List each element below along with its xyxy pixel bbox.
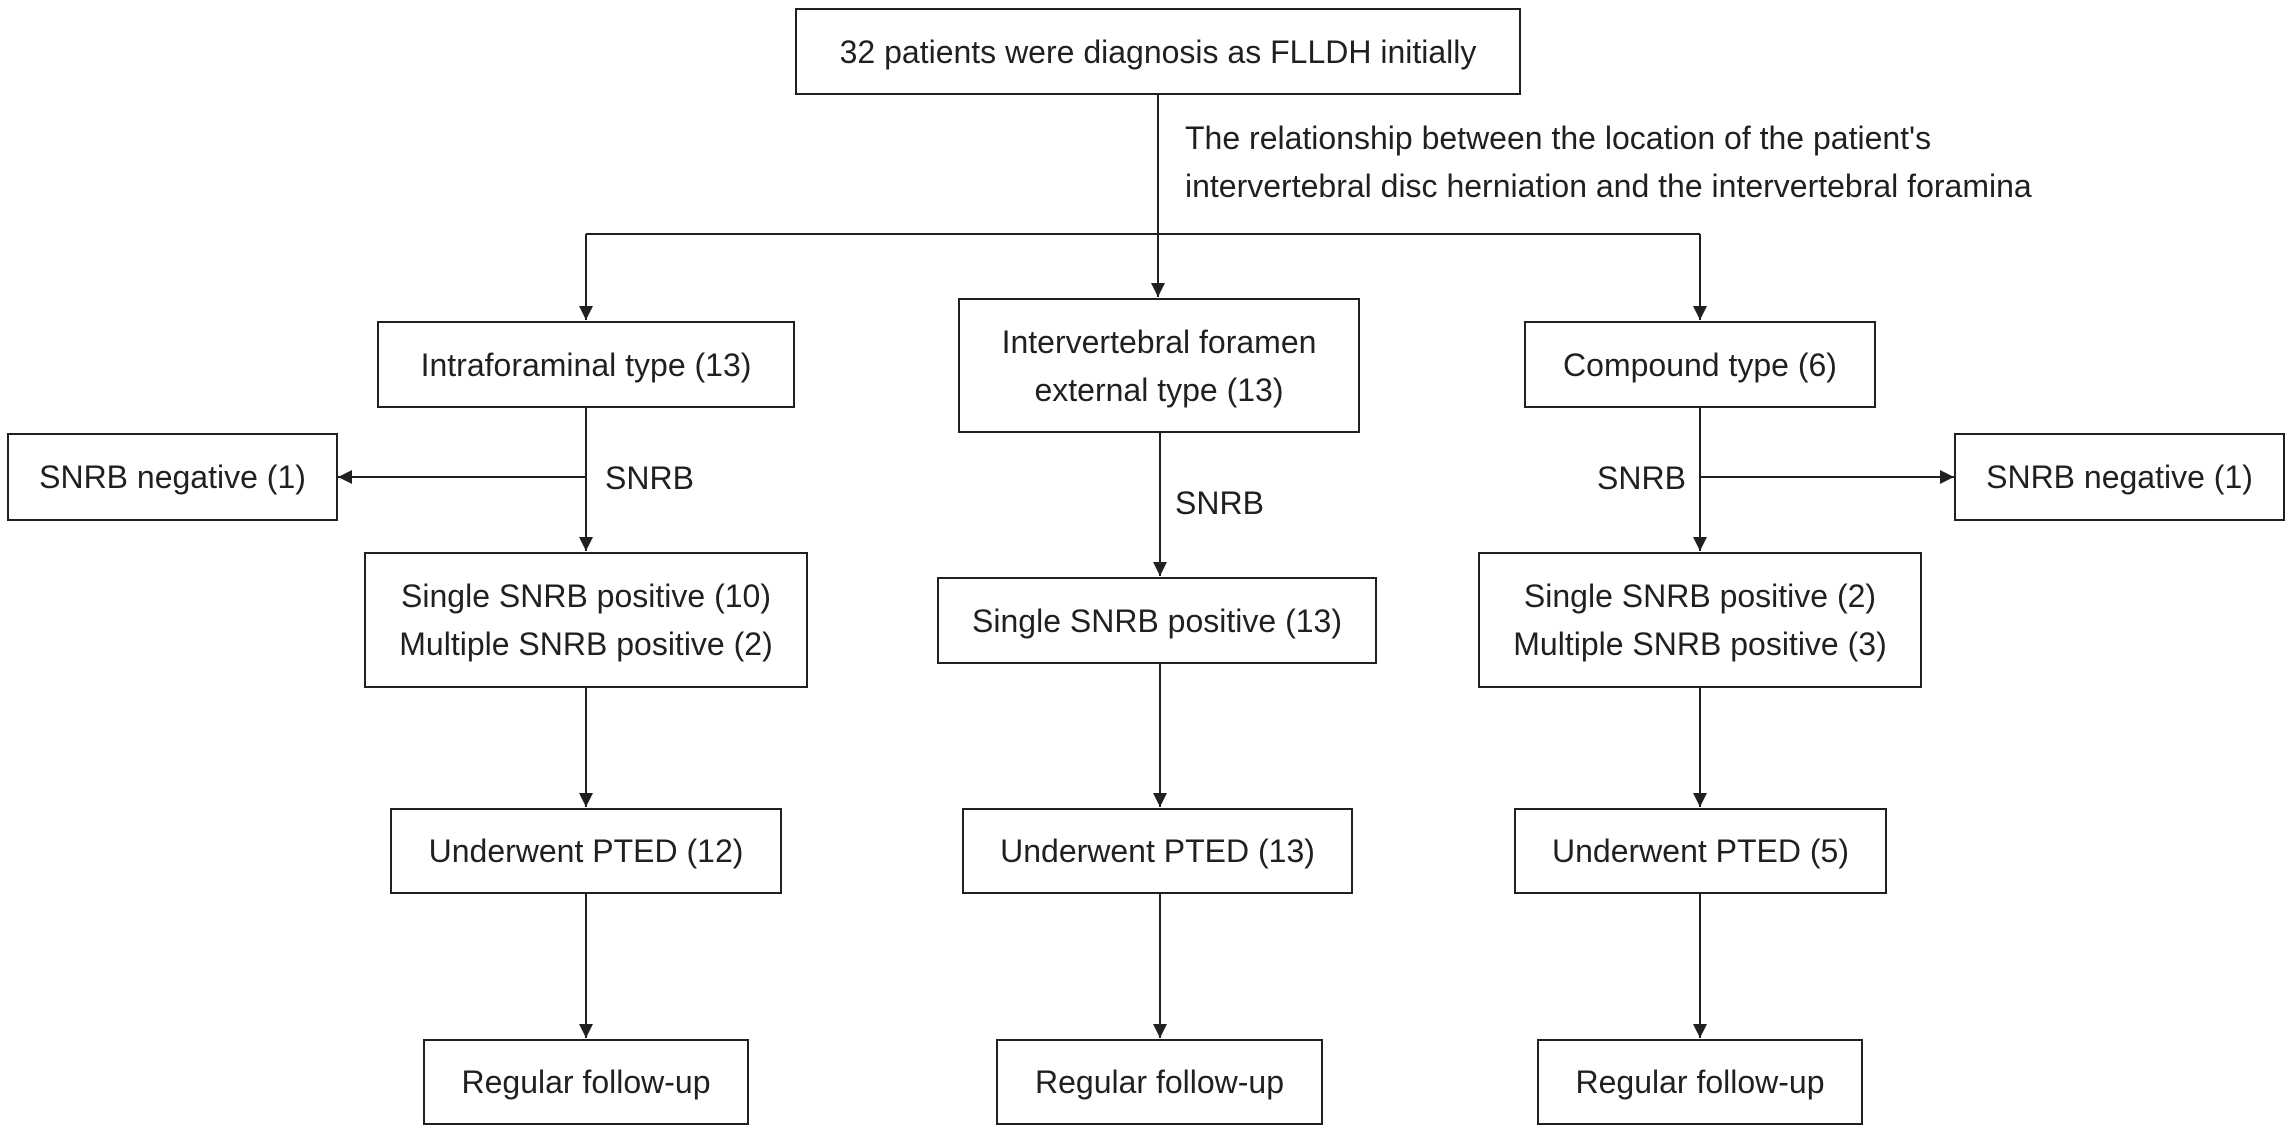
external-type-line1: Intervertebral foramen bbox=[1001, 323, 1317, 360]
left-snrb-positive-box: Single SNRB positive (10) Multiple SNRB … bbox=[364, 552, 808, 688]
left-single-positive-text: Single SNRB positive (10) bbox=[401, 578, 771, 614]
left-snrb-negative-box: SNRB negative (1) bbox=[7, 433, 338, 521]
left-pted-box: Underwent PTED (12) bbox=[390, 808, 782, 894]
right-pted-text: Underwent PTED (5) bbox=[1552, 833, 1849, 869]
right-pted-box: Underwent PTED (5) bbox=[1514, 808, 1887, 894]
relationship-note-line2: intervertebral disc herniation and the i… bbox=[1185, 168, 2032, 204]
right-single-positive-text: Single SNRB positive (2) bbox=[1523, 578, 1877, 614]
middle-followup-text: Regular follow-up bbox=[1034, 1064, 1284, 1100]
right-followup-box: Regular follow-up bbox=[1537, 1039, 1863, 1125]
middle-pted-text: Underwent PTED (13) bbox=[1000, 833, 1315, 869]
left-followup-text: Regular follow-up bbox=[461, 1064, 711, 1100]
intraforaminal-type-text: Intraforaminal type (13) bbox=[420, 346, 752, 383]
right-followup-text: Regular follow-up bbox=[1575, 1064, 1825, 1100]
left-followup-box: Regular follow-up bbox=[423, 1039, 749, 1125]
left-pted-text: Underwent PTED (12) bbox=[428, 833, 744, 869]
right-snrb-negative-box: SNRB negative (1) bbox=[1954, 433, 2285, 521]
compound-type-text: Compound type (6) bbox=[1563, 346, 1837, 383]
right-snrb-positive-box: Single SNRB positive (2) Multiple SNRB p… bbox=[1478, 552, 1922, 688]
intraforaminal-type-box: Intraforaminal type (13) bbox=[377, 321, 795, 408]
external-type-box: Intervertebral foramen external type (13… bbox=[958, 298, 1360, 433]
left-multiple-positive-text: Multiple SNRB positive (2) bbox=[399, 626, 773, 662]
compound-type-box: Compound type (6) bbox=[1524, 321, 1876, 408]
initial-patients-text: 32 patients were diagnosis as FLLDH init… bbox=[839, 33, 1477, 70]
relationship-note-line1: The relationship between the location of… bbox=[1185, 120, 1932, 156]
right-snrb-negative-text: SNRB negative (1) bbox=[1986, 459, 2253, 495]
middle-single-positive-text: Single SNRB positive (13) bbox=[972, 602, 1342, 639]
left-snrb-negative-text: SNRB negative (1) bbox=[39, 459, 306, 495]
middle-pted-box: Underwent PTED (13) bbox=[962, 808, 1353, 894]
external-type-line2: external type (13) bbox=[1034, 371, 1284, 408]
middle-snrb-label: SNRB bbox=[1175, 485, 1264, 521]
right-snrb-label: SNRB bbox=[1597, 460, 1686, 496]
left-snrb-label: SNRB bbox=[605, 460, 694, 496]
initial-patients-box: 32 patients were diagnosis as FLLDH init… bbox=[795, 8, 1521, 95]
middle-snrb-positive-box: Single SNRB positive (13) bbox=[937, 577, 1377, 664]
middle-followup-box: Regular follow-up bbox=[996, 1039, 1323, 1125]
right-multiple-positive-text: Multiple SNRB positive (3) bbox=[1513, 626, 1887, 662]
relationship-note: The relationship between the location of… bbox=[1185, 114, 2032, 210]
